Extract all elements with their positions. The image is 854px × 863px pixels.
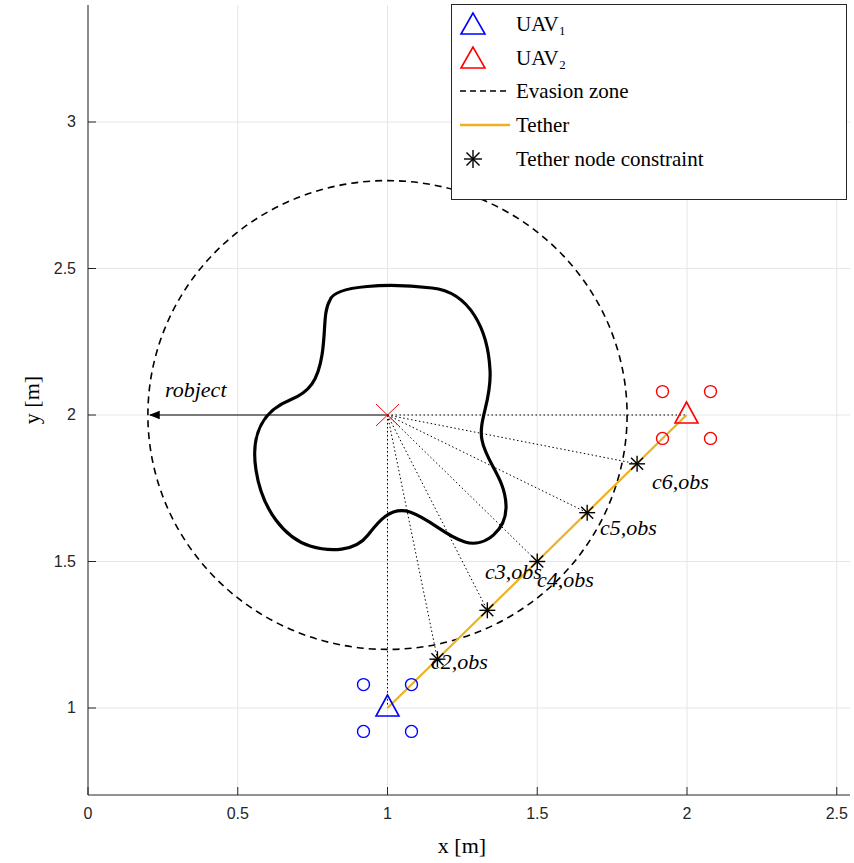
tick-label: 2.5: [54, 261, 76, 277]
tick-label: 0: [84, 806, 93, 822]
object-outline: [255, 286, 506, 550]
node-label: c2,obs: [431, 651, 488, 673]
grid-lines: [88, 5, 850, 795]
radius-label: robject: [165, 379, 227, 401]
axis-label: x [m]: [438, 835, 486, 857]
node-label: c4,obs: [537, 569, 594, 591]
tether-line: [388, 415, 687, 708]
uav2-marker: [675, 402, 698, 423]
legend-text: Tether: [516, 115, 569, 136]
legend-box: UAV₁ UAV₂ Evasion zoneTetherTether node co…: [451, 4, 847, 200]
legend-text: UAV₂: [516, 48, 566, 69]
node-label: c3,obs: [485, 561, 542, 583]
node-label: c5,obs: [600, 517, 657, 539]
tick-label: 2: [67, 407, 76, 423]
tick-label: 2: [683, 806, 692, 822]
legend-samples: [452, 5, 848, 201]
uav1-rotors: [358, 679, 418, 738]
tick-label: 1: [67, 700, 76, 716]
leader-lines: [388, 415, 688, 708]
tick-label: 3: [67, 114, 76, 130]
node-label: c6,obs: [652, 471, 709, 493]
tick-label: 0.5: [227, 806, 249, 822]
radius-arrow: [150, 414, 388, 415]
tick-label: 2.5: [826, 806, 848, 822]
tick-label: 1.5: [54, 554, 76, 570]
tick-label: 1: [383, 806, 392, 822]
uav1-marker: [376, 695, 399, 716]
axis-label: y [m]: [21, 376, 43, 424]
center-cross: [376, 404, 399, 426]
tick-label: 1.5: [526, 806, 548, 822]
legend-text: Evasion zone: [516, 81, 629, 102]
legend-text: UAV₁: [516, 14, 566, 35]
tether-node-markers: [429, 456, 645, 667]
axes: [88, 5, 850, 795]
uav2-rotors: [657, 386, 717, 445]
legend-text: Tether node constraint: [516, 149, 703, 170]
